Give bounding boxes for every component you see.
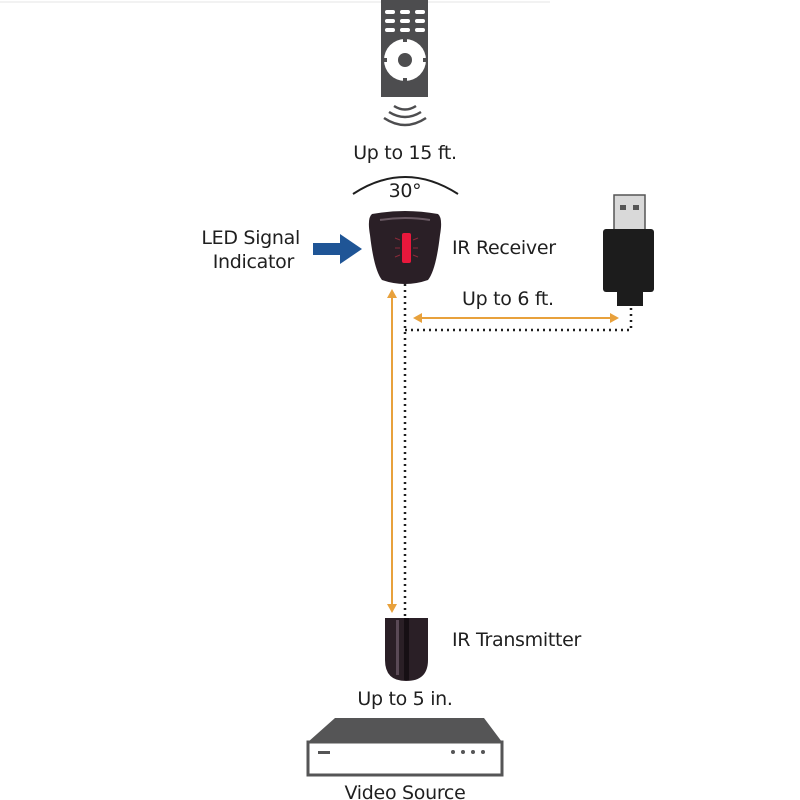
angle-arc (352, 176, 459, 195)
ir-transmitter-device (385, 618, 428, 681)
usb-plug-icon (603, 194, 654, 306)
cable-dotted (403, 284, 633, 618)
dimension-arrows (387, 289, 619, 613)
ir-receiver-device (368, 211, 442, 284)
signal-waves-icon (383, 104, 427, 127)
transmitter-range-label: Up to 5 in. (357, 688, 453, 710)
remote-control-icon (381, 0, 428, 97)
video-source-device (306, 718, 504, 777)
usb-range-label: Up to 6 ft. (462, 288, 554, 310)
led-indicator (402, 233, 411, 263)
led-label-line1: LED Signal (201, 227, 300, 249)
led-label-line2: Indicator (212, 251, 295, 273)
transmitter-label: IR Transmitter (452, 629, 582, 651)
led-pointer-arrow-icon (313, 234, 362, 264)
video-source-label: Video Source (344, 782, 466, 800)
receiver-label: IR Receiver (452, 237, 556, 259)
remote-range-label: Up to 15 ft. (353, 142, 457, 164)
angle-label: 30° (388, 180, 422, 202)
